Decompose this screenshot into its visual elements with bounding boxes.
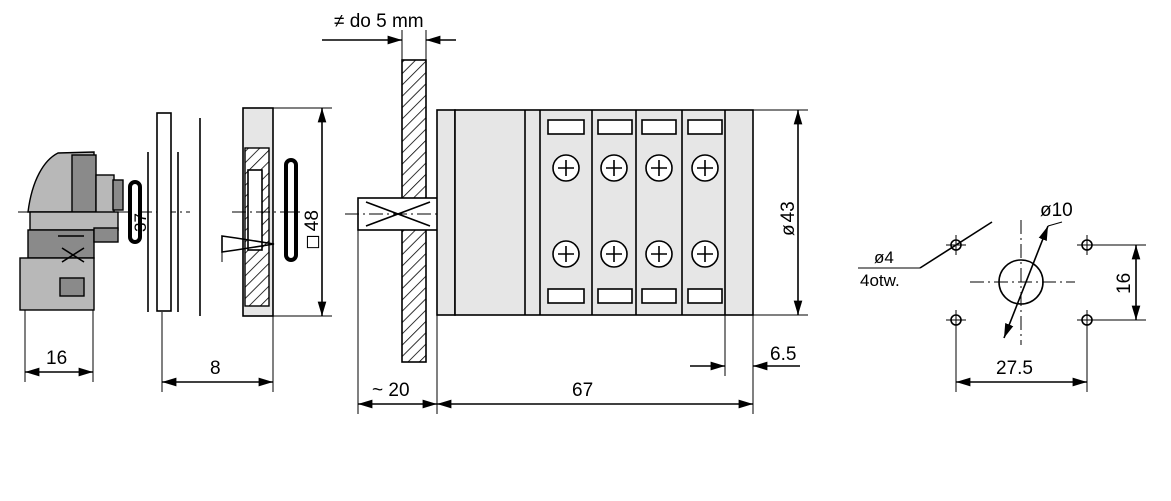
body-length-label: 67	[572, 380, 593, 401]
panel-and-shaft	[345, 59, 470, 363]
hole-pattern	[858, 220, 1097, 345]
vertical-spacing-label: 16	[1114, 273, 1135, 294]
body-height-label: ø 43	[778, 201, 799, 236]
knob-cover-view	[18, 151, 190, 311]
mount-height-value: 48	[302, 210, 323, 231]
mount-height-label: ◻ 48	[302, 210, 323, 250]
horizontal-spacing-label: 27.5	[996, 358, 1033, 379]
terminal-row-top	[547, 119, 723, 182]
switch-body	[436, 109, 754, 316]
dimension-lines	[24, 30, 1146, 414]
center-hole-label: ø10	[1040, 200, 1073, 221]
hole-count-label: 4otw.	[860, 271, 900, 290]
mount-height-symbol: ◻	[302, 234, 323, 250]
small-hole-label: ø4	[874, 248, 894, 267]
panel-thickness-label: ≠ do 5 mm	[334, 11, 424, 32]
gap-label: 8	[210, 358, 221, 379]
mount-flange	[221, 107, 300, 317]
handle-plate: 37	[128, 112, 201, 316]
handle-label: 37	[131, 213, 150, 232]
terminal-row-bottom	[547, 240, 723, 304]
dimension-labels: ≠ do 5 mm 16 8 ◻ 48 ø 43 ~ 20 67 6.5 ø10 ø…	[46, 11, 1135, 401]
body-height-value: 43	[778, 201, 799, 222]
end-plate-label: 6.5	[770, 344, 796, 365]
body-height-symbol: ø	[778, 224, 799, 236]
cover-depth-label: 16	[46, 348, 67, 369]
shaft-length-label: ~ 20	[372, 380, 410, 401]
